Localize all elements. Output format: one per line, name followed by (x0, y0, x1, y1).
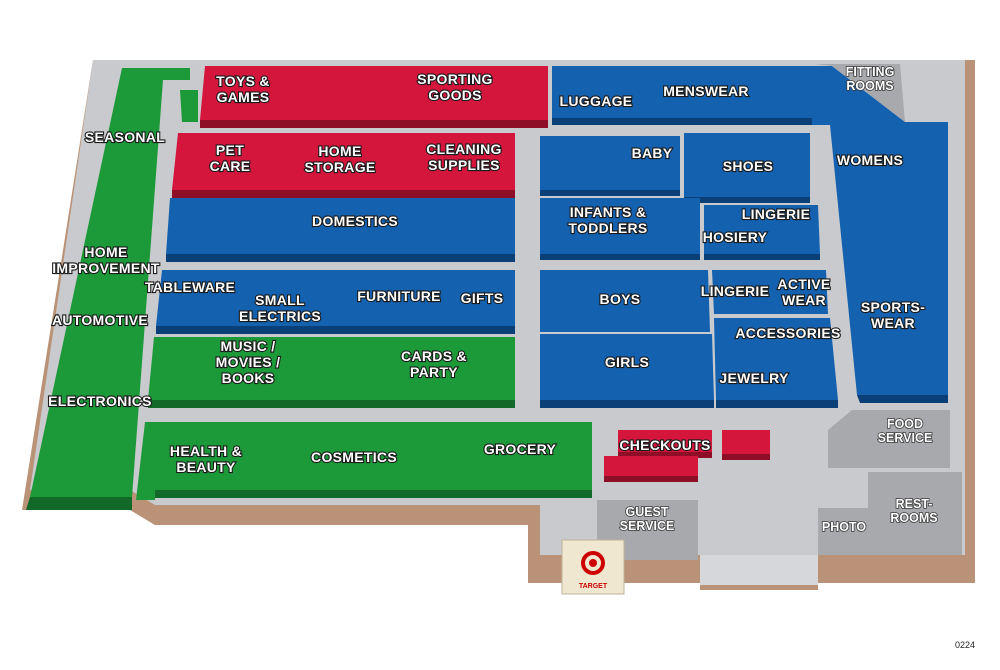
label-tableware: TABLEWARE (145, 279, 235, 295)
label-lingerie-upper: LINGERIE (742, 206, 811, 222)
label-accessories: ACCESSORIES (735, 325, 840, 341)
map-code: 0224 (955, 640, 975, 650)
dept-boys[interactable] (540, 270, 710, 332)
label-furniture: FURNITURE (357, 288, 441, 304)
food-service-area[interactable] (828, 410, 950, 468)
dept-left-green-block[interactable] (26, 68, 190, 510)
label-cards-party: CARDS &PARTY (401, 348, 467, 380)
label-boys: BOYS (600, 291, 641, 307)
label-grocery: GROCERY (484, 441, 557, 457)
dept-pet-home-cleaning[interactable] (172, 133, 515, 198)
label-menswear: MENSWEAR (663, 83, 749, 99)
label-luggage: LUGGAGE (560, 93, 633, 109)
label-lingerie-lower: LINGERIE (701, 283, 770, 299)
target-logo: TARGET (561, 539, 625, 595)
checkout-lanes[interactable] (604, 430, 770, 482)
label-seasonal: SEASONAL (85, 129, 165, 145)
dept-tableware-furniture[interactable] (156, 270, 515, 334)
dept-accessories-jewelry[interactable] (714, 318, 838, 408)
label-electronics: ELECTRONICS (48, 393, 152, 409)
dept-infants-toddlers[interactable] (540, 198, 700, 260)
logo-text: TARGET (579, 583, 608, 590)
label-music-movies-books: MUSIC /MOVIES /BOOKS (216, 338, 281, 386)
dept-luggage-menswear[interactable] (552, 66, 812, 125)
dept-health-grocery[interactable] (136, 422, 592, 500)
dept-music-cards[interactable] (148, 337, 515, 408)
label-jewelry: JEWELRY (719, 370, 789, 386)
label-automotive: AUTOMOTIVE (52, 312, 148, 328)
label-womens: WOMENS (837, 152, 903, 168)
label-checkouts: CHECKOUTS (619, 437, 710, 453)
restrooms-area[interactable] (868, 472, 962, 555)
dept-toys-sporting[interactable] (200, 66, 548, 128)
photo-area[interactable] (818, 508, 868, 555)
label-hosiery: HOSIERY (703, 229, 768, 245)
label-domestics: DOMESTICS (312, 213, 398, 229)
dept-womens-sportswear[interactable] (812, 66, 948, 403)
label-infants-toddlers: INFANTS &TODDLERS (568, 204, 647, 236)
label-girls: GIRLS (605, 354, 649, 370)
dept-domestics[interactable] (166, 198, 515, 262)
label-sportswear: SPORTS-WEAR (861, 299, 925, 331)
label-health-beauty: HEALTH &BEAUTY (170, 443, 242, 475)
label-gifts: GIFTS (461, 290, 504, 306)
fitting-rooms[interactable] (815, 64, 905, 122)
label-baby: BABY (632, 145, 673, 161)
entrance-vestibule (700, 555, 818, 585)
label-toys-games: TOYS &GAMES (216, 73, 270, 105)
dept-shoes[interactable] (684, 133, 810, 203)
label-restrooms: REST-ROOMS (890, 497, 937, 525)
label-cosmetics: COSMETICS (311, 449, 397, 465)
dept-lingerie-hosiery[interactable] (704, 205, 820, 260)
label-shoes: SHOES (723, 158, 774, 174)
dept-baby[interactable] (540, 136, 680, 196)
dept-lingerie-activewear[interactable] (712, 270, 828, 314)
label-photo: PHOTO (822, 520, 866, 534)
dept-girls[interactable] (540, 334, 714, 408)
